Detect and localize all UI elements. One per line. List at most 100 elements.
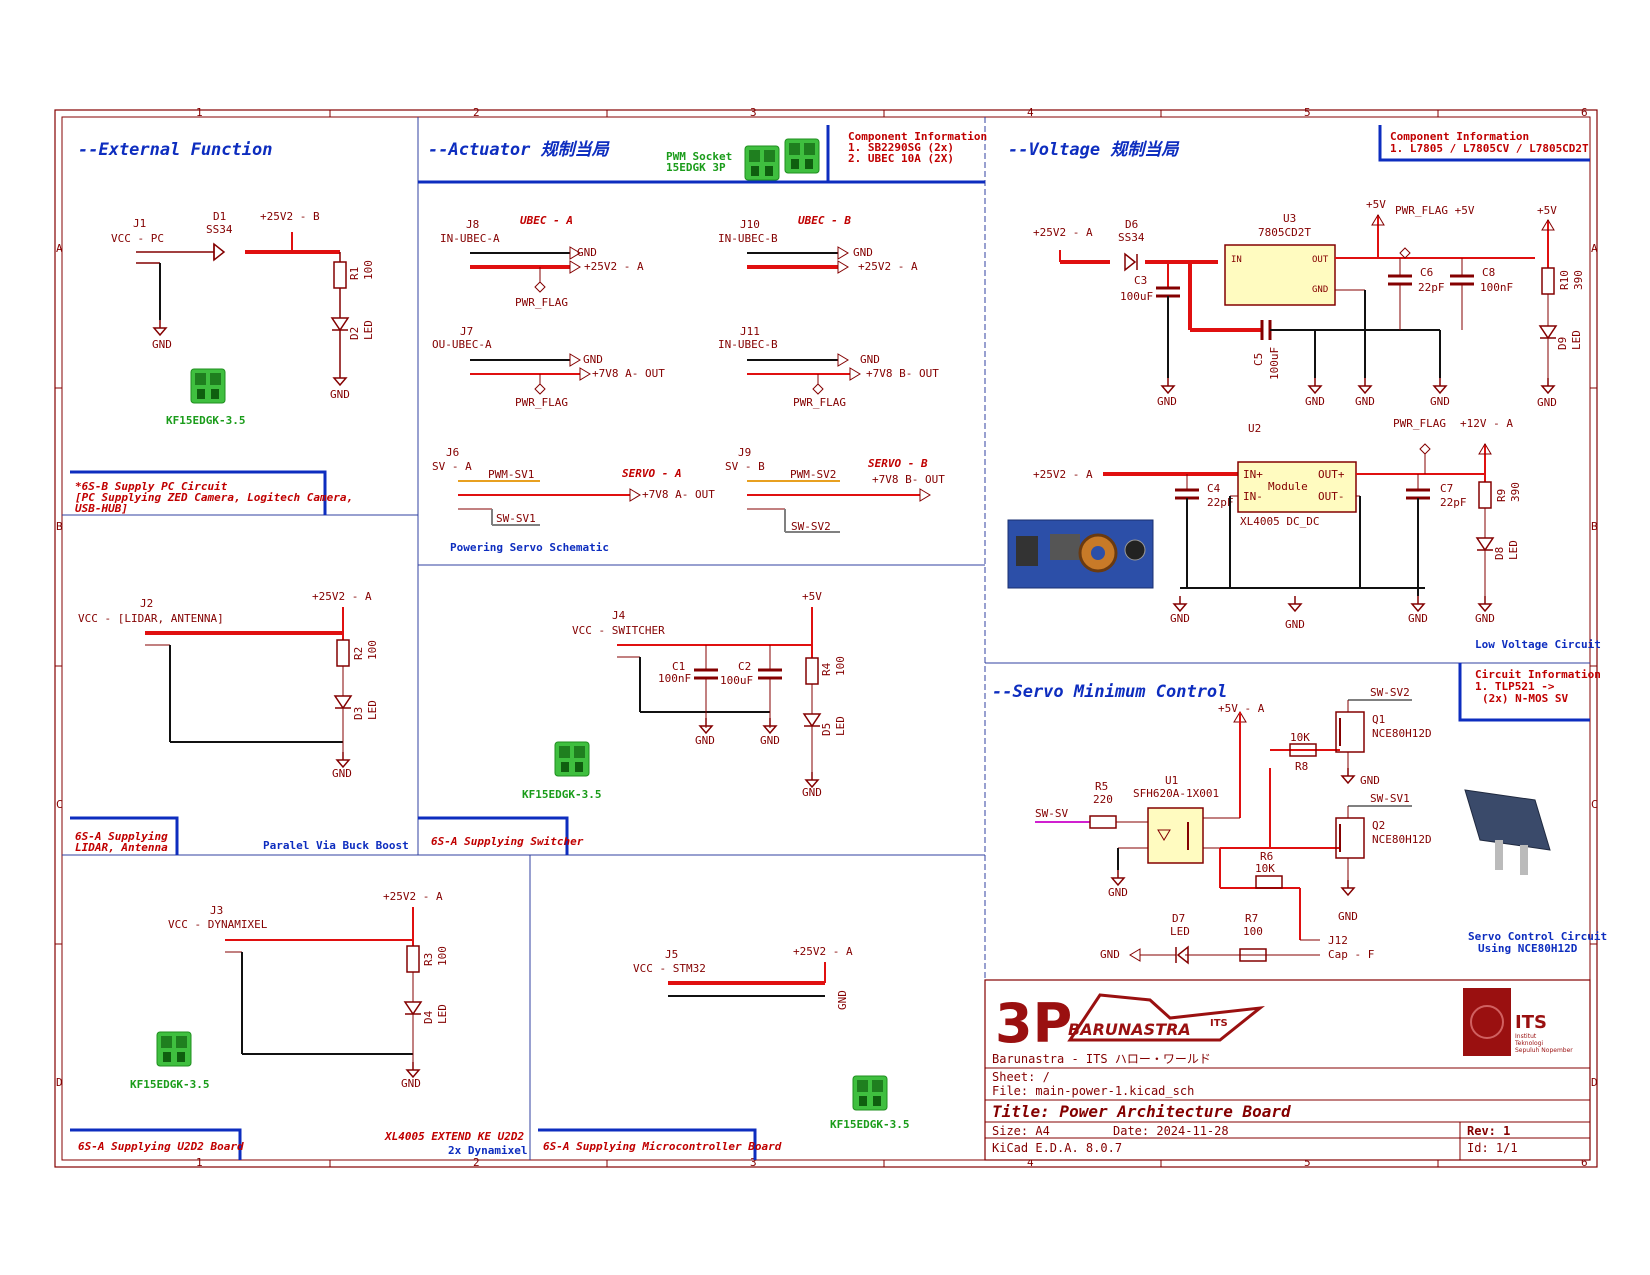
svg-text:+5V: +5V	[802, 590, 822, 603]
svg-text:J12: J12	[1328, 934, 1348, 947]
svg-text:GND: GND	[695, 734, 715, 747]
svg-text:*6S-B Supply PC Circuit: *6S-B Supply PC Circuit	[75, 480, 228, 493]
svg-text:J6: J6	[446, 446, 459, 459]
svg-text:10K: 10K	[1290, 731, 1310, 744]
svg-text:R3: R3	[422, 953, 435, 966]
circuit-j10: J10 IN-UBEC-B UBEC - B GND +25V2 - A	[718, 214, 918, 274]
kicad-version: KiCad E.D.A. 8.0.7	[992, 1141, 1122, 1155]
svg-text:GND: GND	[760, 734, 780, 747]
svg-text:Q2: Q2	[1372, 819, 1385, 832]
svg-text:GND: GND	[1360, 774, 1380, 787]
svg-text:PWR_FLAG: PWR_FLAG	[793, 396, 846, 409]
col-label: 1	[196, 1156, 203, 1169]
actuator-info-box: Component Information 1. SB2290SG (2x) 2…	[848, 130, 987, 165]
svg-text:+25V2 - A: +25V2 - A	[1033, 468, 1093, 481]
circuit-j6: J6 SV - A PWM-SV1 SERVO - A +7V8 A- OUT …	[432, 446, 715, 554]
svg-text:220: 220	[1093, 793, 1113, 806]
circuit-j8: J8 IN-UBEC-A UBEC - A GND +25V2 - A PWR_…	[440, 214, 644, 309]
svg-text:+25V2 - A: +25V2 - A	[1033, 226, 1093, 239]
svg-text:J5: J5	[665, 948, 678, 961]
svg-text:22pF: 22pF	[1440, 496, 1467, 509]
title-block: 3P BARUNASTRA ITS ITS Institut Teknologi…	[984, 979, 1591, 1161]
svg-text:LIDAR, Antenna: LIDAR, Antenna	[75, 841, 168, 854]
svg-text:USB-HUB]: USB-HUB]	[75, 502, 128, 515]
switcher-note: 6S-A Supplying Switcher	[431, 835, 584, 848]
svg-text:C8: C8	[1482, 266, 1495, 279]
svg-text:C2: C2	[738, 660, 751, 673]
row-label: D	[1591, 1076, 1598, 1089]
info-title: Component Information	[848, 130, 987, 143]
logo-barunastra: BARUNASTRA ITS	[1067, 993, 1265, 1042]
info-title: Circuit Information	[1475, 668, 1601, 681]
org-name: Barunastra - ITS ハロー・ワールド	[992, 1052, 1211, 1066]
svg-text:SW-SV2: SW-SV2	[1370, 686, 1410, 699]
svg-text:[PC Supplying ZED Camera, Logi: [PC Supplying ZED Camera, Logitech Camer…	[75, 491, 353, 504]
svg-text:+5V - A: +5V - A	[1218, 702, 1265, 715]
svg-text:GND: GND	[1430, 395, 1450, 408]
svg-text:J7: J7	[460, 325, 473, 338]
svg-text:SV - B: SV - B	[725, 460, 765, 473]
svg-text:R7: R7	[1245, 912, 1258, 925]
voltage-info-box: Component Information 1. L7805 / L7805CV…	[1390, 130, 1589, 155]
svg-text:D8: D8	[1493, 547, 1506, 560]
circuit-j11: J11 IN-UBEC-B GND +7V8 B- OUT PWR_FLAG	[718, 325, 939, 409]
net-ubec-a: UBEC - A	[520, 214, 573, 227]
value-d1: SS34	[206, 223, 233, 236]
row-label: A	[1591, 242, 1598, 255]
circuit-j1: J1 VCC - PC GND D1 SS34 +25V2 - B R1 100…	[111, 210, 375, 427]
svg-text:LED: LED	[834, 716, 847, 736]
svg-text:IN-UBEC-B: IN-UBEC-B	[718, 232, 778, 245]
svg-text:GND: GND	[836, 990, 849, 1010]
svg-text:22pF: 22pF	[1418, 281, 1445, 294]
svg-text:Q1: Q1	[1372, 713, 1385, 726]
col-label: 6	[1581, 1156, 1588, 1169]
svg-text:10K: 10K	[1255, 862, 1275, 875]
info-line: 1. TLP521 ->	[1475, 680, 1555, 693]
sheet-date: Date: 2024-11-28	[1113, 1124, 1229, 1138]
circuit-j7: J7 OU-UBEC-A GND +7V8 A- OUT PWR_FLAG	[432, 325, 665, 409]
its-logo: ITS Institut Teknologi Sepuluh Nopember	[1463, 988, 1573, 1056]
svg-text:GND: GND	[802, 786, 822, 799]
svg-text:GND: GND	[1475, 612, 1495, 625]
svg-text:J11: J11	[740, 325, 760, 338]
svg-text:+25V2 - A: +25V2 - A	[312, 590, 372, 603]
value-d2: LED	[362, 320, 375, 340]
row-label: B	[1591, 520, 1598, 533]
svg-text:IN: IN	[1231, 255, 1242, 265]
svg-text:100: 100	[436, 946, 449, 966]
section-title-actuator: --Actuator 规制当局	[428, 140, 611, 160]
svg-text:SW-SV: SW-SV	[1035, 807, 1068, 820]
col-label: 2	[473, 106, 480, 119]
svg-text:KF15EDGK-3.5: KF15EDGK-3.5	[522, 788, 601, 801]
row-label: C	[56, 798, 63, 811]
svg-text:R8: R8	[1295, 760, 1308, 773]
row-label: B	[56, 520, 63, 533]
svg-text:100: 100	[834, 656, 847, 676]
svg-text:U3: U3	[1283, 212, 1296, 225]
svg-text:C7: C7	[1440, 482, 1453, 495]
info-line: 2. UBEC 10A (2X)	[848, 152, 954, 165]
xl4005-ext-note: XL4005 EXTEND KE U2D2	[384, 1130, 524, 1143]
svg-text:GND: GND	[1408, 612, 1428, 625]
mosfet-photo	[1464, 789, 1551, 875]
svg-text:GND: GND	[1305, 395, 1325, 408]
svg-text:PWR_FLAG: PWR_FLAG	[515, 396, 568, 409]
svg-text:GND: GND	[1355, 395, 1375, 408]
u2d2-note: 6S-A Supplying U2D2 Board	[78, 1140, 244, 1153]
svg-text:Cap - F: Cap - F	[1328, 948, 1374, 961]
col-label: 2	[473, 1156, 480, 1169]
value-j1: VCC - PC	[111, 232, 164, 245]
net-gnd: GND	[330, 388, 350, 401]
connector-label: KF15EDGK-3.5	[166, 414, 245, 427]
svg-text:R2: R2	[352, 647, 365, 660]
svg-text:SW-SV2: SW-SV2	[791, 520, 831, 533]
svg-text:C1: C1	[672, 660, 685, 673]
svg-text:GND: GND	[577, 246, 597, 259]
svg-text:+12V - A: +12V - A	[1460, 417, 1513, 430]
svg-text:GND: GND	[1338, 910, 1358, 923]
paper-size: Size: A4	[992, 1124, 1050, 1138]
net-v25b: +25V2 - B	[260, 210, 320, 223]
svg-text:D4: D4	[422, 1010, 435, 1024]
svg-text:100: 100	[1243, 925, 1263, 938]
svg-text:IN-UBEC-B: IN-UBEC-B	[718, 338, 778, 351]
